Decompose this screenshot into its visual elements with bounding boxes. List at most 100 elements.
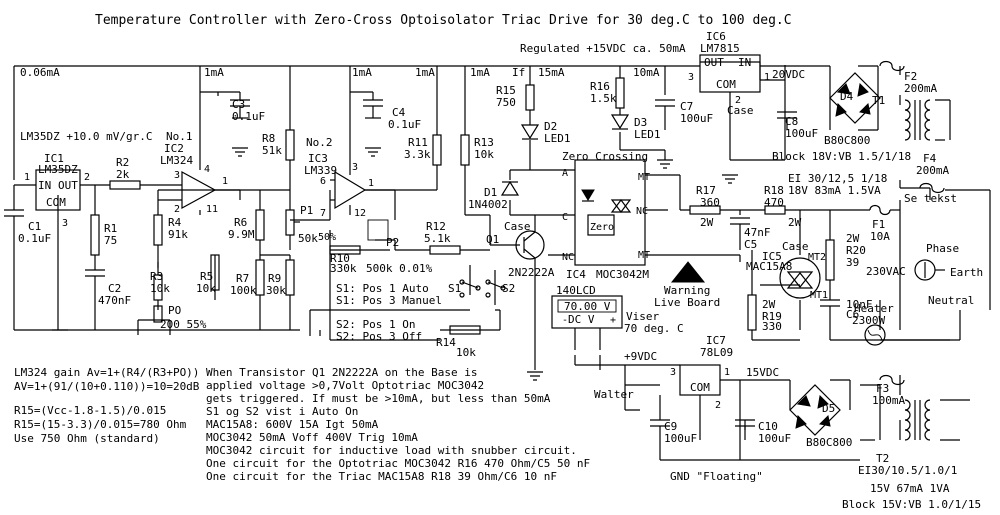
components-f4-note-label: Se tekst xyxy=(904,192,957,205)
components-r13-val-label: 10k xyxy=(474,148,494,161)
components-ic5-mt2-label: MT2 xyxy=(808,252,826,263)
r5-resistor xyxy=(210,254,220,291)
labels: Regulated +15VDC ca. 50mA 0.06mA 1mA 1mA… xyxy=(18,30,983,511)
components-d2-part-label: LED1 xyxy=(544,132,571,145)
components-ic6-in-label: IN xyxy=(738,56,751,69)
components-c8-val-label: 100uF xyxy=(785,127,818,140)
components-t2-ref-label: T2 xyxy=(876,452,889,465)
notes_left-5-label: Use 750 Ohm (standard) xyxy=(14,432,160,445)
notes-left: LM324 gain Av=1+(R4/(R3+PO)) AV=1+(91/(1… xyxy=(14,366,200,445)
diagram-title: Temperature Controller with Zero-Cross O… xyxy=(95,13,792,28)
components-r2-ref-label: R2 xyxy=(116,156,129,169)
f3-fuse xyxy=(879,374,905,386)
components-walter-label: Walter xyxy=(594,388,634,401)
components-d1-ref-label: D1 xyxy=(484,186,497,199)
c1-capacitor xyxy=(4,209,24,230)
components-r19-w-label: 2W xyxy=(762,298,776,311)
notes_main-0-label: When Transistor Q1 2N2222A on the Base i… xyxy=(206,366,478,379)
notes_main-8-label: One circuit for the Triac MAC15A8 R18 39… xyxy=(206,470,557,483)
components-ic2-part-label: LM324 xyxy=(160,154,193,167)
components-c7-val-label: 100uF xyxy=(680,112,713,125)
components-d5-part-label: B80C800 xyxy=(806,436,852,449)
components-ic6-ref-label: IC6 xyxy=(706,30,726,43)
components-c5-ref-label: C5 xyxy=(744,238,757,251)
components-r8-val-label: 51k xyxy=(262,144,282,157)
components-c1-ref-label: C1 xyxy=(28,220,41,233)
components-c3-ref-label: C3 xyxy=(232,98,245,111)
components-r20-w-label: 2W xyxy=(846,232,860,245)
components-d1-part-label: 1N4002 xyxy=(468,198,508,211)
components-r4-ref-label: R4 xyxy=(168,216,182,229)
r19-resistor xyxy=(747,294,757,331)
components-c9-ref-label: C9 xyxy=(664,420,677,433)
components-d3-part-label: LED1 xyxy=(634,128,661,141)
components-r19-val-label: 330 xyxy=(762,320,782,333)
components-t2-spec1-label: EI30/10.5/1.0/1 xyxy=(858,464,957,477)
components-d4-ref-label: D4 xyxy=(840,90,854,103)
q1-transistor xyxy=(515,230,545,260)
components-r8-ref-label: R8 xyxy=(262,132,275,145)
components-r18-w-label: 2W xyxy=(788,216,802,229)
components-r10-ref-label: R10 xyxy=(330,252,350,265)
s2-switch[interactable] xyxy=(485,279,506,298)
components-r20-val-label: 39 xyxy=(846,256,859,269)
components-mains-neutral-label: Neutral xyxy=(928,294,974,307)
components-r2-val-label: 2k xyxy=(116,168,130,181)
components-f3-ref-label: F3 xyxy=(876,382,889,395)
components-v20-label: 20VDC xyxy=(772,68,805,81)
components-ic6-part-label: LM7815 xyxy=(700,42,740,55)
components-ic7-p1-label: 1 xyxy=(724,367,730,378)
components-v9-label: +9VDC xyxy=(624,350,657,363)
c9-capacitor xyxy=(650,419,670,440)
ic4-zero-block xyxy=(587,214,615,236)
components-ic2-p2-label: 2 xyxy=(174,204,180,215)
f4-fuse xyxy=(919,182,945,194)
components-s1-ref-label: S1 xyxy=(448,282,461,295)
components-d3-ref-label: D3 xyxy=(634,116,647,129)
components-r16-ref-label: R16 xyxy=(590,80,610,93)
components-ic5-case-label: Case xyxy=(782,240,809,253)
components-lcd-reading-label: 70.00 V xyxy=(564,300,611,313)
r2-resistor xyxy=(109,180,141,190)
c6-capacitor xyxy=(820,299,840,320)
r7-resistor xyxy=(255,259,265,296)
components-warning-l2-label: Live Board xyxy=(654,296,720,309)
r18-resistor xyxy=(764,205,786,215)
components-p1-val-label: 50k xyxy=(298,232,318,245)
components-ic2-p4-label: 4 xyxy=(204,164,210,175)
components-r16-val-label: 1.5k xyxy=(590,92,617,105)
components-r4-val-label: 91k xyxy=(168,228,188,241)
notes_main-2-label: gets triggered. If must be >10mA, but le… xyxy=(206,392,551,405)
r6-resistor xyxy=(255,209,265,241)
components-c8-ref-label: C8 xyxy=(785,115,798,128)
ic6-regulator xyxy=(699,54,761,93)
p1-potentiometer xyxy=(285,209,295,236)
components-s1-man-label: S1: Pos 3 Manuel xyxy=(336,294,442,307)
components-ic4-part-label: MOC3042M xyxy=(596,268,649,281)
components-r7-ref-label: R7 xyxy=(236,272,249,285)
components-p1-pct-label: 50% xyxy=(318,232,336,243)
components-p2-val-label: 500k 0.01% xyxy=(366,262,433,275)
components-s2-off-label: S2: Pos 3 Off xyxy=(336,330,422,343)
r20-resistor xyxy=(825,239,835,281)
components-t2-spec2-label: 15V 67mA 1VA xyxy=(870,482,950,495)
d3-led xyxy=(610,114,630,130)
components-s2-on-label: S2: Pos 1 On xyxy=(336,318,415,331)
c2-capacitor xyxy=(85,269,105,300)
components-r17-val-label: 360 xyxy=(700,196,720,209)
warning-icon xyxy=(670,261,706,283)
r17-resistor xyxy=(689,205,721,215)
components-ic4-a-label: A xyxy=(562,168,568,179)
components-ic6-p1-label: 1 xyxy=(764,72,770,83)
s1-switch[interactable] xyxy=(459,279,481,298)
components-d5-ref-label: D5 xyxy=(822,402,835,415)
components-s2-ref-label: S2 xyxy=(502,282,515,295)
current-label: 0.06mA xyxy=(20,66,60,79)
components-v15-label: 15VDC xyxy=(746,366,779,379)
r1-resistor xyxy=(90,214,100,256)
components-ic3-p6-label: 6 xyxy=(320,176,326,187)
c4-capacitor xyxy=(363,99,383,119)
components-ic6-out-label: OUT xyxy=(704,56,724,69)
components-ic1-pin2-label: 2 xyxy=(84,172,90,183)
